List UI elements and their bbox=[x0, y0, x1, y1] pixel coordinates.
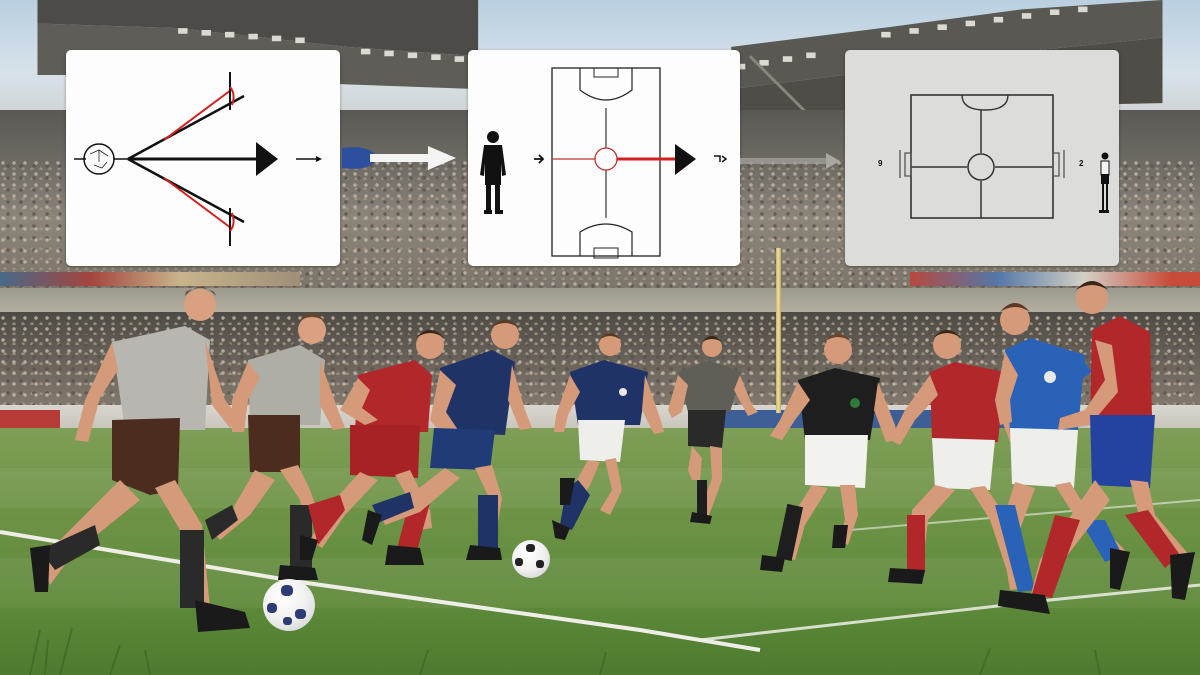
left-label: 9 bbox=[878, 159, 883, 168]
standing-figure-icon bbox=[1099, 152, 1110, 213]
right-label: 2 bbox=[1079, 159, 1084, 168]
connector-arrow-2 bbox=[740, 153, 840, 169]
player-red-blue bbox=[998, 281, 1195, 614]
player-grey-1 bbox=[30, 287, 250, 632]
player-grey-2 bbox=[205, 314, 345, 580]
player-black bbox=[760, 334, 898, 572]
red-arrowhead bbox=[675, 144, 696, 175]
player-silhouette-icon bbox=[480, 131, 506, 214]
diagram-panel-half-field: 9 2 bbox=[845, 50, 1119, 266]
player-navy-2 bbox=[552, 333, 664, 540]
football-small bbox=[512, 540, 550, 578]
ad-board-right bbox=[910, 272, 1200, 286]
player-navy-1 bbox=[362, 320, 532, 560]
goal-left bbox=[899, 150, 912, 178]
arrowhead bbox=[256, 142, 278, 176]
diagram-panel-angles bbox=[66, 50, 340, 266]
goal-post bbox=[776, 248, 781, 413]
ad-board-left bbox=[0, 272, 300, 286]
goal-right bbox=[1052, 150, 1065, 178]
diagram-panel-pitch bbox=[468, 50, 740, 266]
wall-red-board bbox=[0, 410, 60, 430]
connector-arrow-1 bbox=[342, 146, 456, 170]
football-large bbox=[263, 579, 315, 631]
referee bbox=[668, 336, 758, 524]
center-circle bbox=[967, 153, 995, 181]
